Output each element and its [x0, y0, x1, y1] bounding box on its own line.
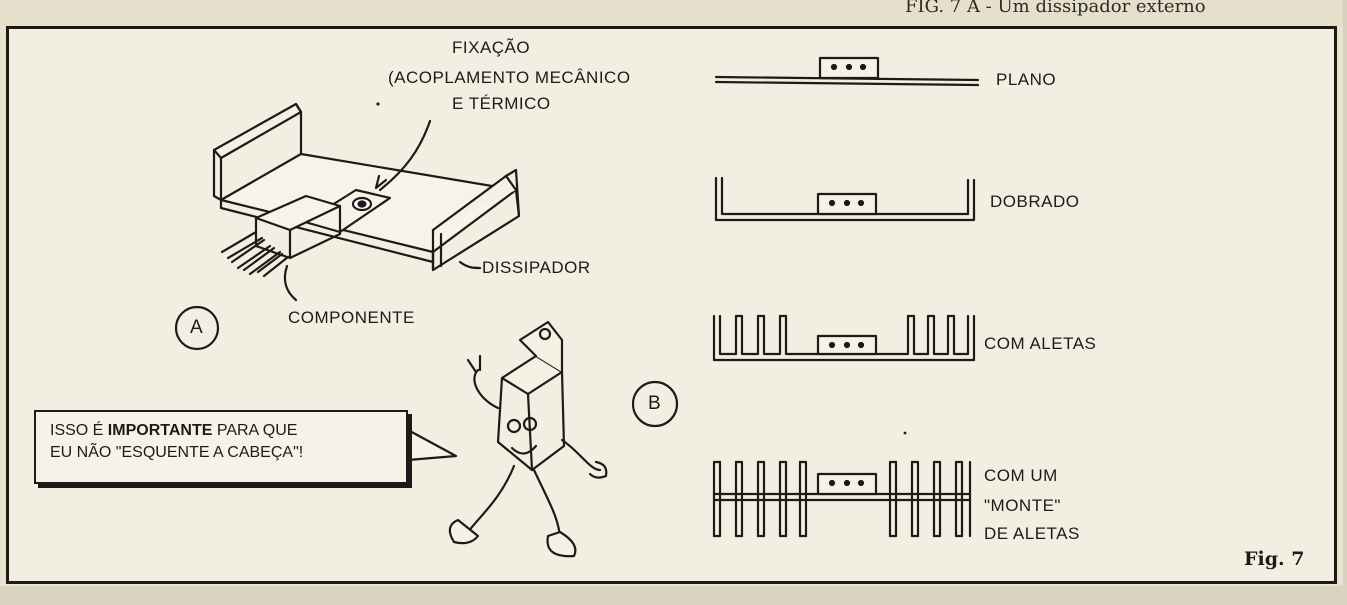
heatsink-plano: [714, 56, 980, 87]
circle-a-letter: A: [190, 317, 204, 338]
mascot-character: [448, 320, 608, 558]
label-com-um: COM UM: [984, 466, 1058, 485]
circle-b: [631, 380, 679, 428]
transistor-component: [220, 188, 392, 278]
figure-number: Fig. 7: [1244, 548, 1305, 570]
speech-bubble-line1: ISSO É IMPORTANTE PARA QUE: [50, 422, 298, 439]
heatsink-monte-aletas: [712, 460, 972, 538]
heatsink-bracket: [212, 102, 521, 272]
page-edge: [1343, 0, 1347, 605]
speech-bubble-line2: EU NÃO "ESQUENTE A CABEÇA"!: [50, 444, 304, 461]
top-caption-fragment: FIG. 7 A - Um dissipador externo: [905, 0, 1206, 17]
label-termico: E TÉRMICO: [452, 94, 551, 113]
heatsink-com-aletas: [712, 314, 976, 362]
label-acoplamento: (ACOPLAMENTO MECÂNICO: [388, 68, 631, 87]
fixacao-leader-line: [378, 119, 432, 192]
dissipador-leader-line: [458, 260, 482, 270]
label-monte: "MONTE": [984, 496, 1061, 515]
label-plano: PLANO: [996, 70, 1057, 89]
componente-leader-line: [283, 264, 298, 302]
figure-frame: [6, 26, 1337, 584]
label-dobrado: DOBRADO: [990, 192, 1080, 211]
label-de-aletas: DE ALETAS: [984, 524, 1080, 543]
label-fixacao: FIXAÇÃO: [452, 38, 531, 57]
label-componente: COMPONENTE: [288, 308, 415, 327]
top-text-strip: FIG. 7 A - Um dissipador externo: [0, 0, 1347, 26]
circle-b-letter: B: [648, 393, 662, 414]
heatsink-dobrado: [714, 176, 976, 222]
speech-bubble-tail: [406, 428, 458, 462]
label-dissipador: DISSIPADOR: [482, 258, 591, 277]
circle-a: [174, 305, 220, 351]
speech-bubble: ISSO É IMPORTANTE PARA QUE EU NÃO "ESQUE…: [34, 410, 408, 484]
label-com-aletas: COM ALETAS: [984, 334, 1097, 353]
bottom-text-strip: [0, 586, 1347, 605]
